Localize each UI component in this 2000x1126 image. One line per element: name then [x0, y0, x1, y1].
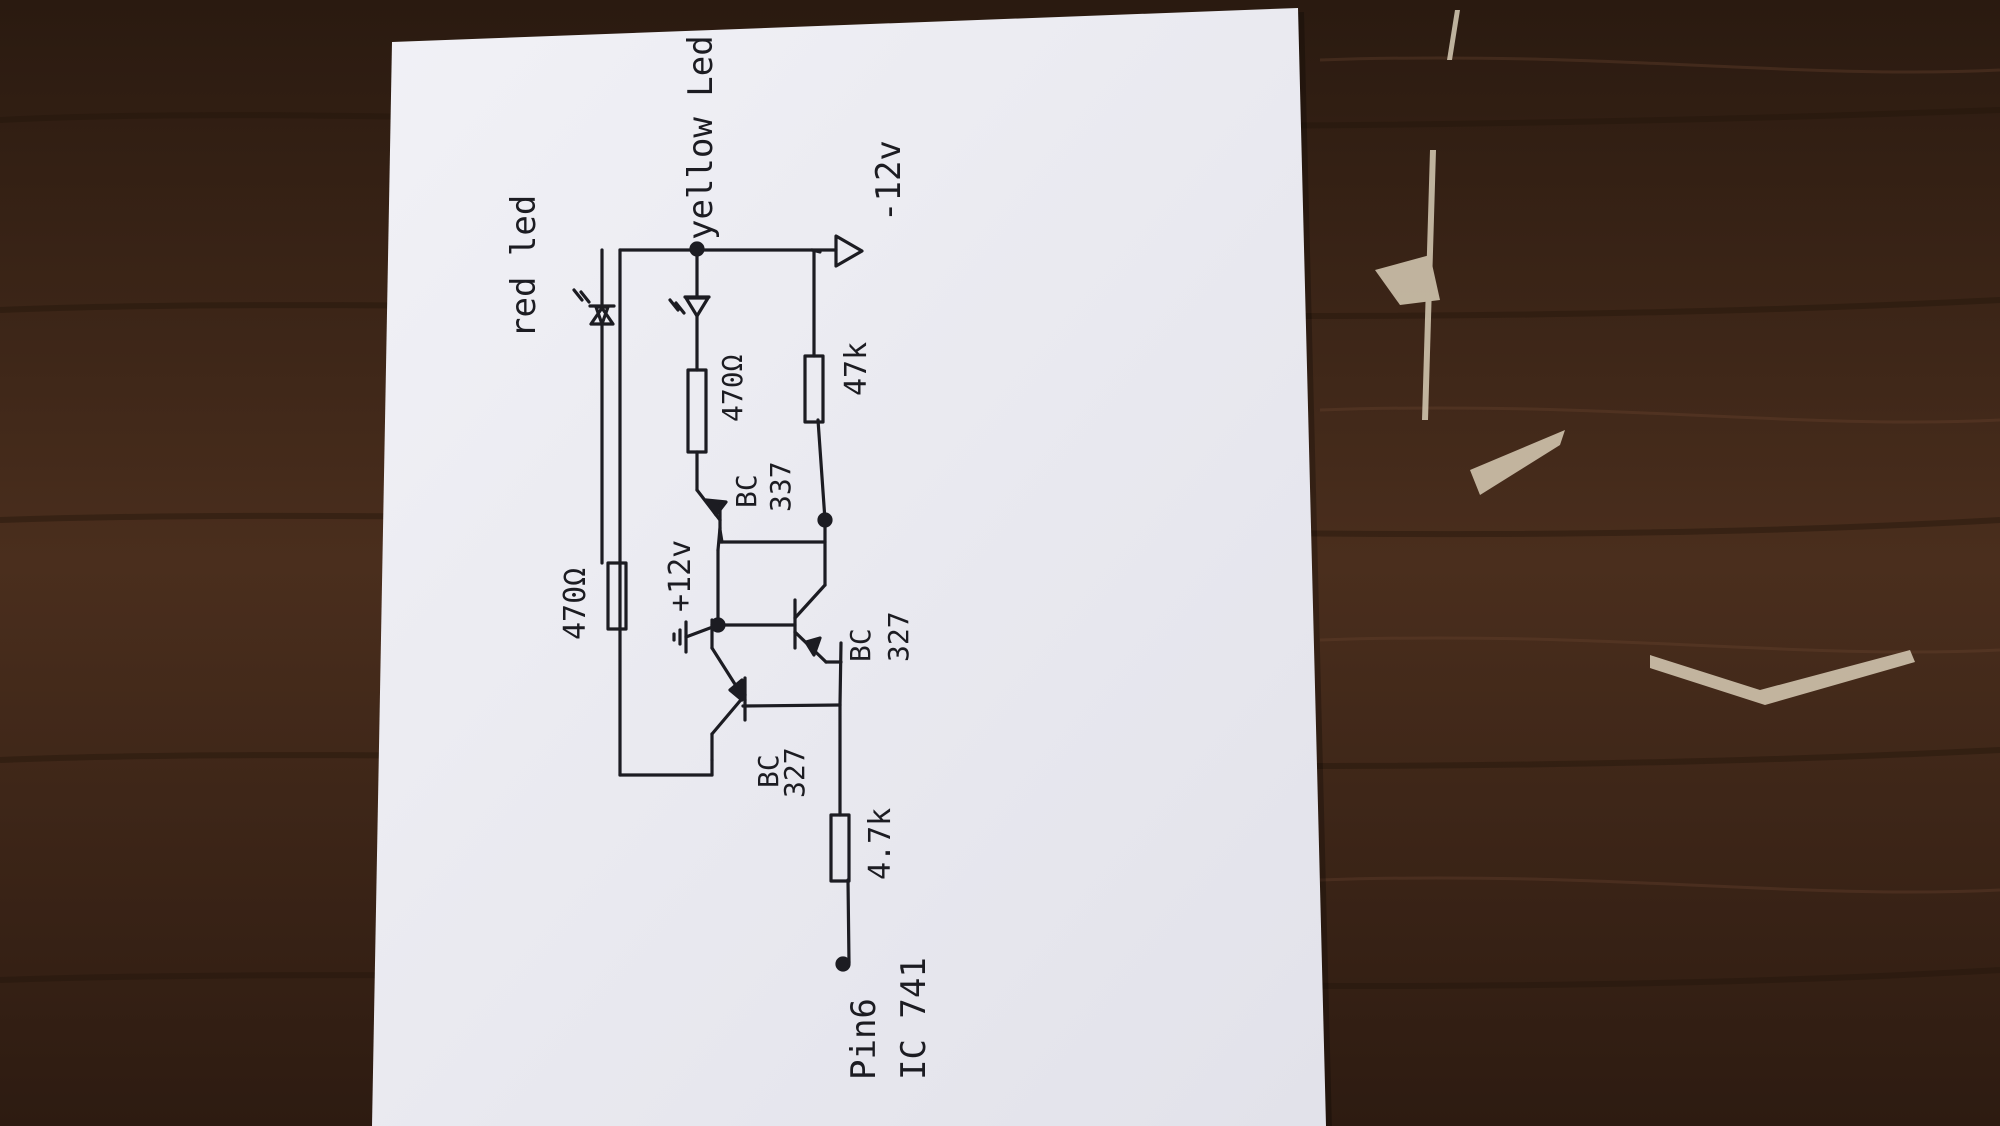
label-q2-line1: BC [844, 628, 877, 662]
label-supply-pos: +12v [663, 540, 698, 612]
circuit-schematic [572, 234, 864, 972]
label-q1-line2: 327 [778, 747, 811, 798]
label-supply-neg: -12v [869, 140, 909, 222]
label-q3-line1: BC [730, 474, 763, 508]
label-q1-line1: BC [752, 754, 785, 788]
label-r-bias: 47k [839, 342, 874, 396]
transistor-q1 [710, 618, 842, 762]
label-r-in: 4.7k [863, 808, 898, 880]
label-r-led: 470Ω [716, 355, 749, 422]
label-q2-line2: 327 [882, 611, 915, 662]
yellow-led [668, 295, 711, 318]
label-pin6: Pin6 [844, 998, 884, 1080]
pin6-terminal [835, 956, 851, 972]
red-led [572, 248, 616, 565]
label-q3-line2: 337 [764, 461, 797, 512]
label-r-top: 470Ω [558, 568, 593, 640]
label-ic741: IC 741 [894, 957, 934, 1080]
negative-supply-arrow [810, 234, 864, 268]
transistor-q2 [716, 583, 843, 664]
paper-sheet [372, 8, 1332, 1126]
label-yellow-led: yellow Led [681, 35, 721, 240]
label-red-led: red led [504, 195, 544, 338]
resistor-470-top [606, 561, 628, 631]
transistor-q3 [695, 488, 728, 552]
